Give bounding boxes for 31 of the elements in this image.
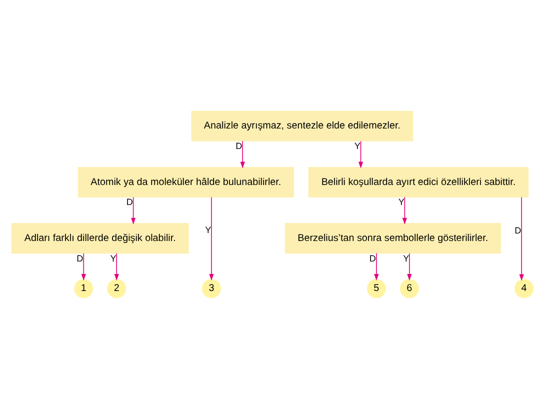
edge-label: D: [369, 252, 376, 263]
arrow: [81, 252, 86, 280]
arrow: [374, 252, 379, 280]
arrow: [519, 196, 524, 280]
node-box: Belirli koşullarda ayırt edici özellikleri sabittir.: [308, 166, 529, 197]
edge-label: D: [236, 140, 242, 151]
edge-label: Y: [205, 224, 212, 235]
node-box: Atomik ya da moleküler hâlde bulunabilirler.: [78, 166, 294, 197]
node-box: Adları farklı dillerde değişik olabilir.: [11, 222, 189, 254]
arrow: [209, 196, 214, 280]
edge-label: Y: [110, 252, 116, 263]
edge-label: D: [126, 196, 133, 207]
node-box: Analizle ayrışmaz, sentezle elde edilemezler.: [191, 110, 414, 141]
edge-label: D: [514, 224, 522, 235]
node-circle: 5: [366, 278, 386, 298]
node-circle: 3: [202, 278, 221, 298]
arrow: [402, 196, 407, 224]
arrow: [407, 252, 412, 280]
edge-label: D: [76, 252, 84, 263]
arrow: [240, 140, 245, 168]
edge-label: Y: [403, 252, 410, 263]
node-circle: 6: [400, 278, 419, 298]
arrow: [358, 140, 364, 168]
edge-label: Y: [354, 140, 360, 151]
arrow: [131, 196, 136, 224]
node-circle: 2: [107, 278, 126, 298]
node-box: Berzelius’tan sonra sembollerle gösterilirler.: [284, 222, 501, 254]
node-circle: 4: [514, 278, 534, 298]
node-circle: 1: [74, 278, 94, 298]
edge-label: Y: [398, 196, 404, 207]
arrow: [114, 252, 119, 280]
